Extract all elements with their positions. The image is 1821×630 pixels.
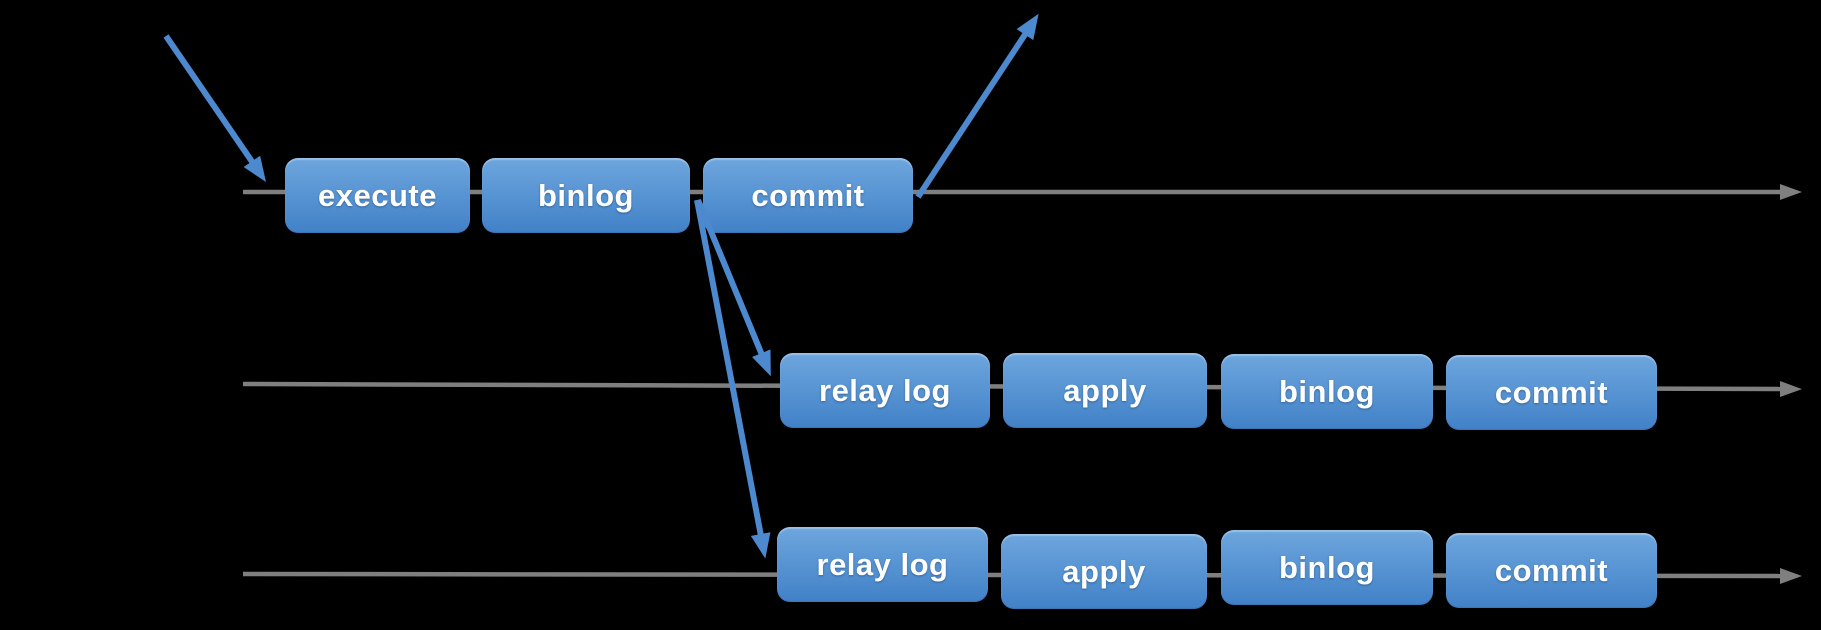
binlog-to-replica1-relaylog-arrow: [695, 198, 771, 377]
step-box-master-commit: commit: [703, 158, 913, 233]
step-box-replica1-apply: apply: [1003, 353, 1207, 428]
step-label: commit: [1494, 552, 1609, 588]
step-box-replica1-relaylog: relay log: [780, 353, 990, 428]
step-label: binlog: [538, 177, 634, 213]
step-box-replica2-commit: commit: [1446, 533, 1657, 608]
step-label: execute: [318, 177, 437, 213]
step-box-replica2-apply: apply: [1001, 534, 1207, 609]
step-label: apply: [1062, 553, 1146, 589]
binlog-to-replica2-relaylog-arrow: [694, 199, 771, 559]
step-label: relay log: [819, 372, 951, 408]
step-label: relay log: [816, 546, 949, 582]
step-label: commit: [751, 177, 865, 213]
step-box-master-binlog: binlog: [482, 158, 690, 233]
step-label: binlog: [1279, 549, 1375, 585]
step-box-replica2-binlog: binlog: [1221, 530, 1433, 605]
step-label: apply: [1063, 372, 1147, 408]
step-box-replica1-binlog: binlog: [1221, 354, 1433, 429]
step-box-replica2-relaylog: relay log: [777, 527, 988, 602]
step-box-master-execute: execute: [285, 158, 470, 233]
step-box-replica1-commit: commit: [1446, 355, 1657, 430]
commit-ack-arrow: [915, 13, 1039, 199]
step-label: commit: [1494, 374, 1609, 410]
step-label: binlog: [1279, 373, 1375, 409]
incoming-transaction-arrow: [163, 34, 266, 182]
